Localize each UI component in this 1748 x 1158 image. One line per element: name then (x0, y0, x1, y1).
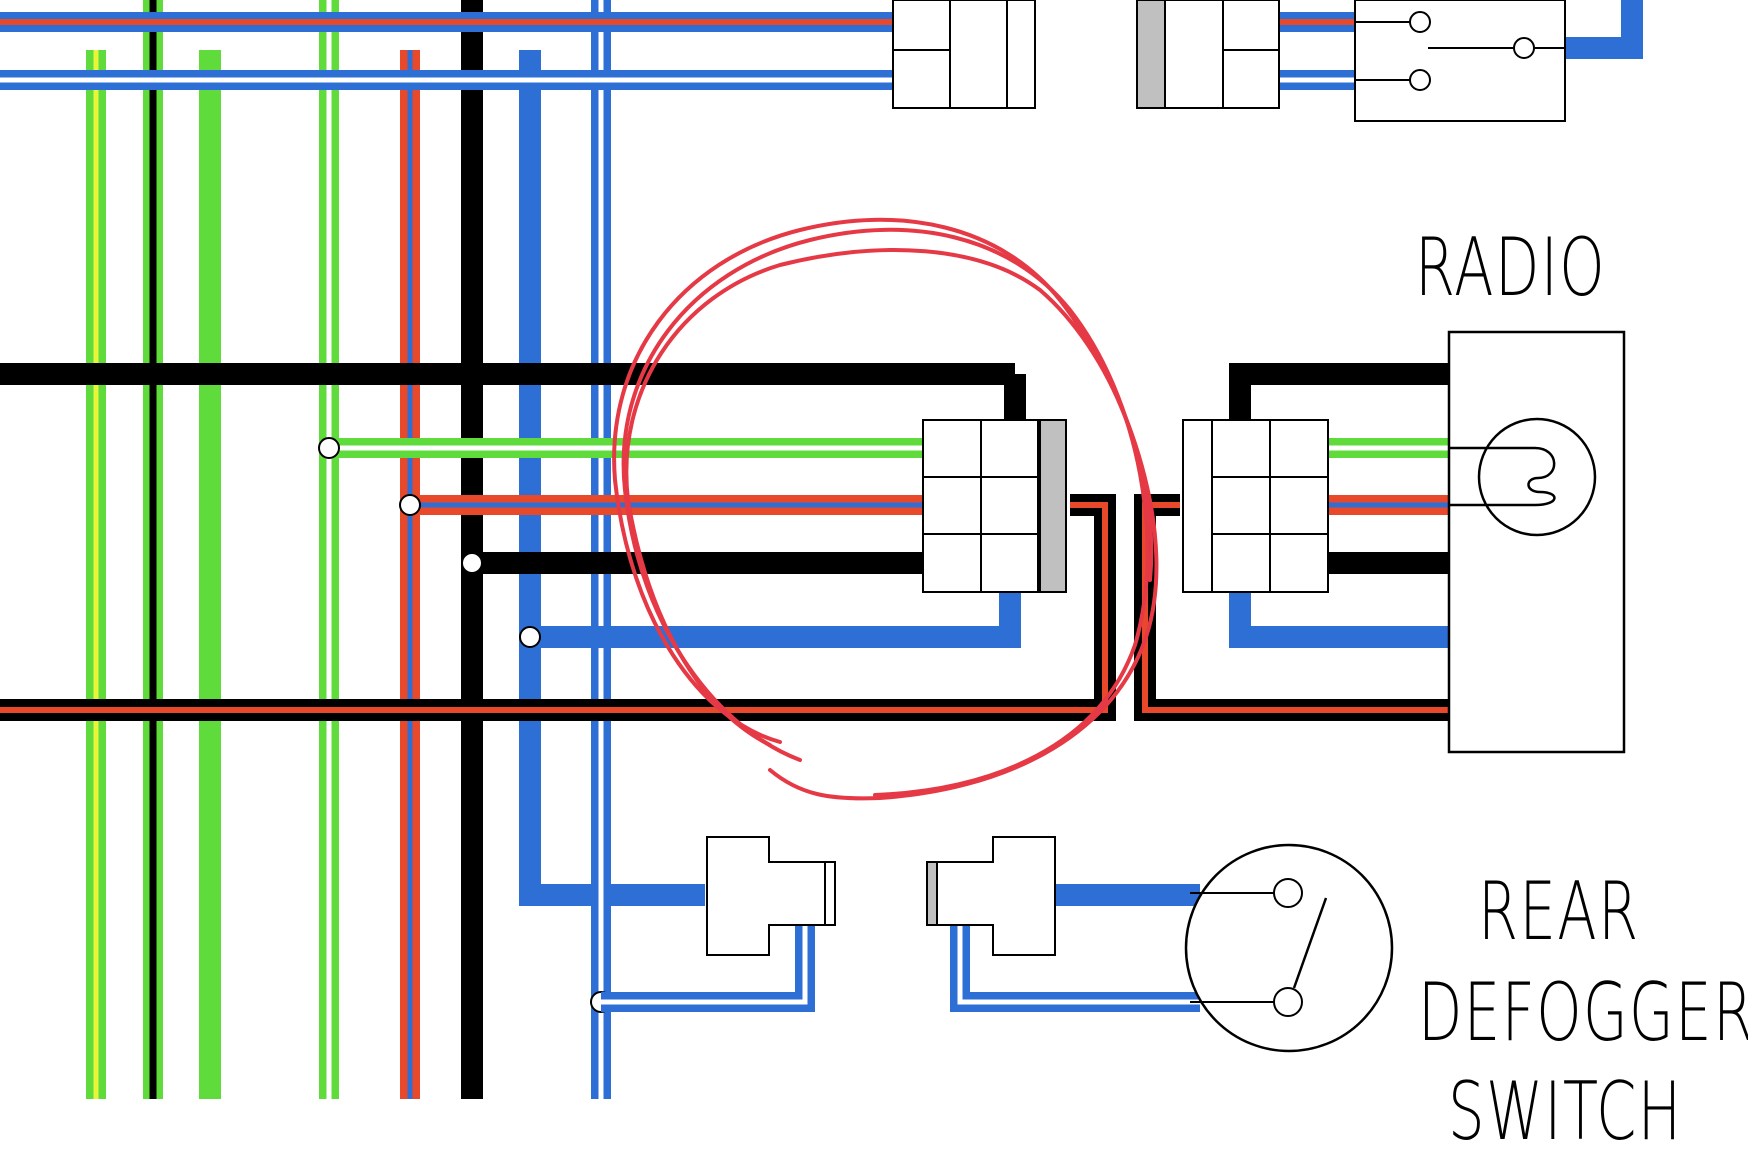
connector-radio-side (1182, 419, 1329, 593)
rear-label: REAR (1478, 865, 1640, 958)
connector-defogger-right (926, 836, 1056, 956)
switch-top (1354, 0, 1566, 122)
vertical-wires (86, 0, 705, 1099)
annotation-circle (612, 217, 1159, 801)
wire-blue-vertical (519, 50, 705, 906)
radio-label: RADIO (1415, 221, 1606, 314)
switch-label: SWITCH (1448, 1065, 1683, 1158)
connector-top-right (1136, 0, 1280, 109)
wire-blue-horizontal (530, 592, 1021, 648)
wiring-diagram (0, 0, 1643, 1099)
connector-radio-harness (922, 419, 1067, 593)
defogger-label: DEFOGGER (1418, 966, 1748, 1059)
connector-defogger-left (706, 836, 836, 956)
radio-component (1447, 330, 1626, 754)
wire-blue-white-lower (601, 884, 1200, 1012)
top-wires (0, 0, 1643, 90)
connector-top-left (892, 0, 1036, 109)
rear-defogger-switch (1184, 843, 1394, 1053)
